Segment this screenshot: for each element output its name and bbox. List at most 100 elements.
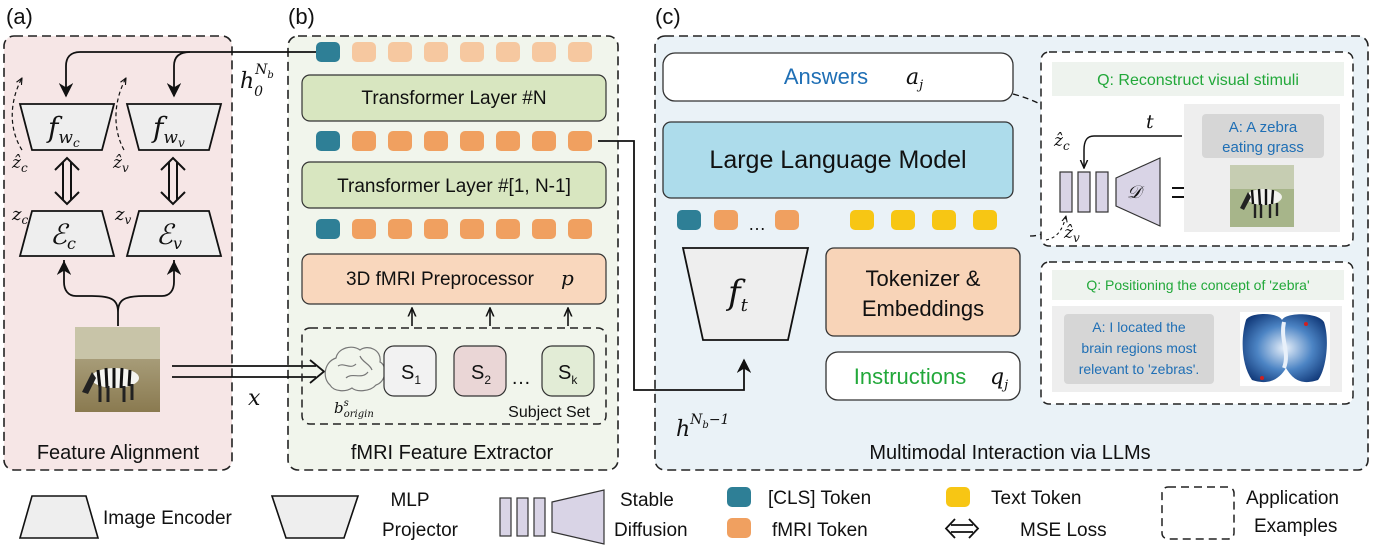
- fmri-token: [424, 219, 448, 239]
- h-nb-label: hNb−1: [676, 412, 729, 442]
- legend-mlp-projector-icon: [270, 495, 360, 539]
- tokenizer-label-line2: Embeddings: [862, 296, 984, 321]
- t-arrow: [1084, 135, 1182, 168]
- enc-c-label: ℰc: [50, 218, 76, 253]
- fmri-token: [352, 219, 376, 239]
- subject-2: [453, 345, 507, 397]
- legend-application-examples-line2: Examples: [1254, 516, 1337, 537]
- cls-token: [316, 131, 340, 151]
- fmri-token: [460, 219, 484, 239]
- fmri-token: [775, 210, 799, 230]
- z-c-label: zc: [11, 204, 28, 227]
- panel-c-tag: (c): [655, 4, 681, 29]
- subjects-ellipsis: …: [511, 367, 531, 389]
- fmri-token: [352, 131, 376, 151]
- legend-stable-diffusion-line2: Diffusion: [614, 520, 688, 541]
- instructions-var: qj: [990, 365, 1008, 393]
- llm-box: [662, 121, 1014, 199]
- x-label: x: [248, 386, 261, 411]
- enc-v-label: ℰv: [156, 218, 182, 253]
- fmri-token: [568, 131, 592, 151]
- fmri-token: [496, 42, 520, 62]
- fmri-token: [532, 42, 556, 62]
- legend-application-examples-line1: Application: [1246, 488, 1339, 509]
- token-ellipsis: …: [748, 214, 766, 234]
- legend-text-token-icon: [946, 487, 970, 507]
- zhat-c-label: ẑc: [11, 153, 28, 175]
- subject-set-label: Subject Set: [508, 404, 590, 421]
- brain-icon: [324, 346, 386, 392]
- fmri-token: [460, 131, 484, 151]
- fmri-token: [714, 210, 738, 230]
- example-2-answer-line2: brain regions most: [1081, 340, 1196, 356]
- legend-stable-diffusion-icon: [499, 489, 605, 545]
- legend-cls-token-icon: [727, 487, 751, 507]
- text-token: [932, 210, 956, 230]
- example-1-answer-bg: [1202, 114, 1324, 158]
- zebra-image: [75, 327, 160, 412]
- zv-hat-label: ẑv: [1063, 223, 1080, 245]
- legend-fmri-token-icon: [727, 518, 751, 538]
- example-2-answer-line3: relevant to 'zebras'.: [1079, 361, 1200, 377]
- instructions-box: [825, 351, 1021, 401]
- fmri-token: [424, 42, 448, 62]
- panel-a-caption: Feature Alignment: [37, 442, 200, 464]
- cls-feedback-arrow: [58, 51, 318, 98]
- decoder-label: 𝒟: [1127, 182, 1145, 203]
- example-2-answer-line1: A: I located the: [1092, 319, 1186, 335]
- legend-stable-diffusion-line1: Stable: [620, 490, 674, 511]
- answers-label: Answers: [784, 64, 868, 89]
- hidden-state-arrow: [598, 140, 752, 391]
- h0-label: h0Nb: [240, 62, 274, 100]
- example-2-question: Q: Positioning the concept of 'zebra': [1086, 277, 1309, 293]
- fmri-token: [532, 219, 556, 239]
- image-to-encoder-arrows: [63, 260, 175, 326]
- token-row-top: [316, 42, 592, 62]
- example-2-answer-bg: [1064, 314, 1214, 384]
- fmri-token: [388, 219, 412, 239]
- subject-1-label: S1: [401, 362, 421, 387]
- llm-label: Large Language Model: [709, 146, 966, 174]
- text-token: [850, 210, 874, 230]
- subject-k: [541, 345, 595, 397]
- zhat-c-dashed-arrow: [11, 78, 22, 151]
- legend-image-encoder-label: Image Encoder: [103, 508, 233, 529]
- fmri-token: [460, 42, 484, 62]
- subject-2-label: S2: [471, 362, 491, 387]
- mlp-projector-v: [125, 103, 223, 151]
- fmri-preprocessor: [301, 253, 607, 305]
- zhat-v-label: ẑv: [112, 153, 129, 175]
- instructions-label: Instructions: [854, 364, 967, 389]
- legend-application-examples-icon: [1161, 486, 1235, 540]
- example-1-answer-line1: A: A zebra: [1229, 119, 1298, 136]
- tokenizer-box: [825, 247, 1021, 337]
- fmri-token: [568, 42, 592, 62]
- z-v-label: zv: [114, 204, 131, 227]
- zv-hat-dashed-arrow: [1045, 216, 1066, 241]
- answers-var: aj: [906, 65, 923, 93]
- legend-cls-token-label: [CLS] Token: [768, 488, 871, 509]
- brain-map-image: [1240, 312, 1330, 386]
- llm-token-row: [677, 210, 997, 230]
- text-token: [891, 210, 915, 230]
- example-2-question-bg: [1052, 270, 1344, 300]
- fmri-token: [388, 131, 412, 151]
- fmri-token: [568, 219, 592, 239]
- transformer-layer-rest: [301, 161, 607, 209]
- ft-projector: [681, 247, 810, 341]
- legend-mse-loss-icon: [944, 518, 980, 539]
- answers-box: [662, 52, 1014, 102]
- example-1-answer-line2: eating grass: [1222, 139, 1304, 156]
- legend-fmri-token-label: fMRI Token: [772, 520, 868, 541]
- preprocessor-var: p: [561, 266, 574, 290]
- panel-a-tag: (a): [6, 4, 33, 29]
- fmri-token: [388, 42, 412, 62]
- cls-token: [316, 42, 340, 62]
- zhat-v-dashed-arrow: [115, 78, 126, 151]
- subject-1: [383, 345, 437, 397]
- legend-mse-loss-label: MSE Loss: [1020, 520, 1107, 541]
- transformer-layer-rest-label: Transformer Layer #[1, N-1]: [337, 176, 571, 197]
- zc-hat-label: ẑc: [1053, 131, 1070, 153]
- transformer-layer-n-label: Transformer Layer #N: [361, 88, 546, 109]
